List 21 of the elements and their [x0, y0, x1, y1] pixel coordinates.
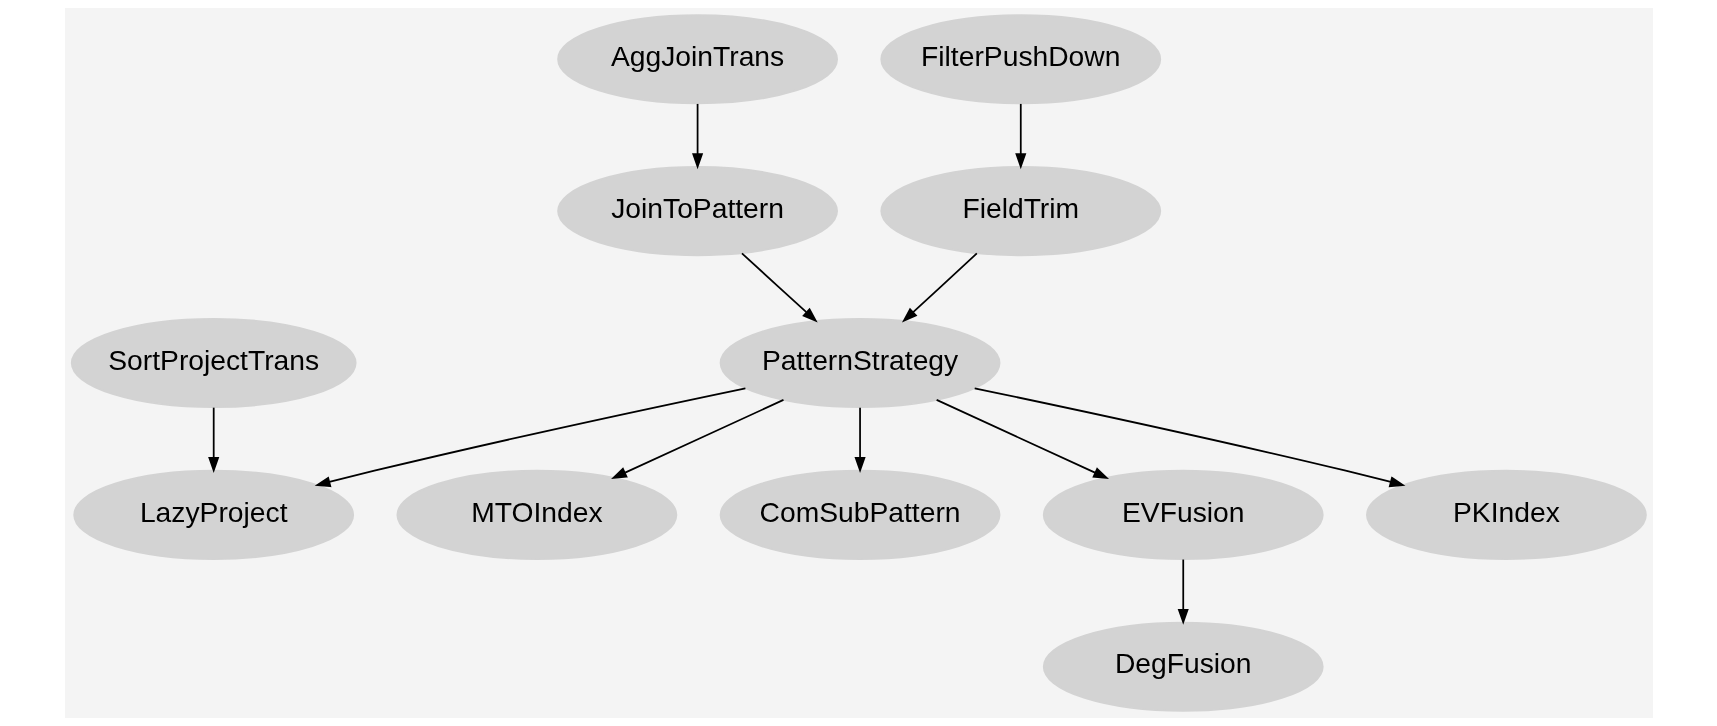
node-ellipse: LazyProject: [72, 469, 354, 560]
node-ellipse: DegFusion: [1042, 621, 1324, 712]
arrow: [854, 406, 866, 473]
node-ellipse: SortProjectTrans: [70, 317, 357, 409]
arrow: [973, 387, 1405, 488]
node-ellipse: ComSubPattern: [719, 469, 1000, 560]
node-ellipse: JoinToPattern: [556, 166, 838, 257]
arrow: [691, 103, 703, 170]
node-ellipse: FieldTrim: [879, 166, 1161, 257]
node-ellipse: AggJoinTrans: [556, 14, 838, 105]
node-ellipse: FilterPushDown: [879, 14, 1161, 105]
arrow: [207, 406, 219, 473]
arrow: [610, 399, 784, 480]
node-ellipse: PKIndex: [1365, 469, 1647, 560]
arrow: [1014, 103, 1026, 170]
arrow: [935, 399, 1109, 480]
arrow: [740, 252, 818, 323]
node-ellipse: PatternStrategy: [719, 317, 1000, 409]
arrow: [1177, 558, 1189, 625]
arrow: [314, 387, 746, 488]
arrow: [901, 252, 978, 323]
